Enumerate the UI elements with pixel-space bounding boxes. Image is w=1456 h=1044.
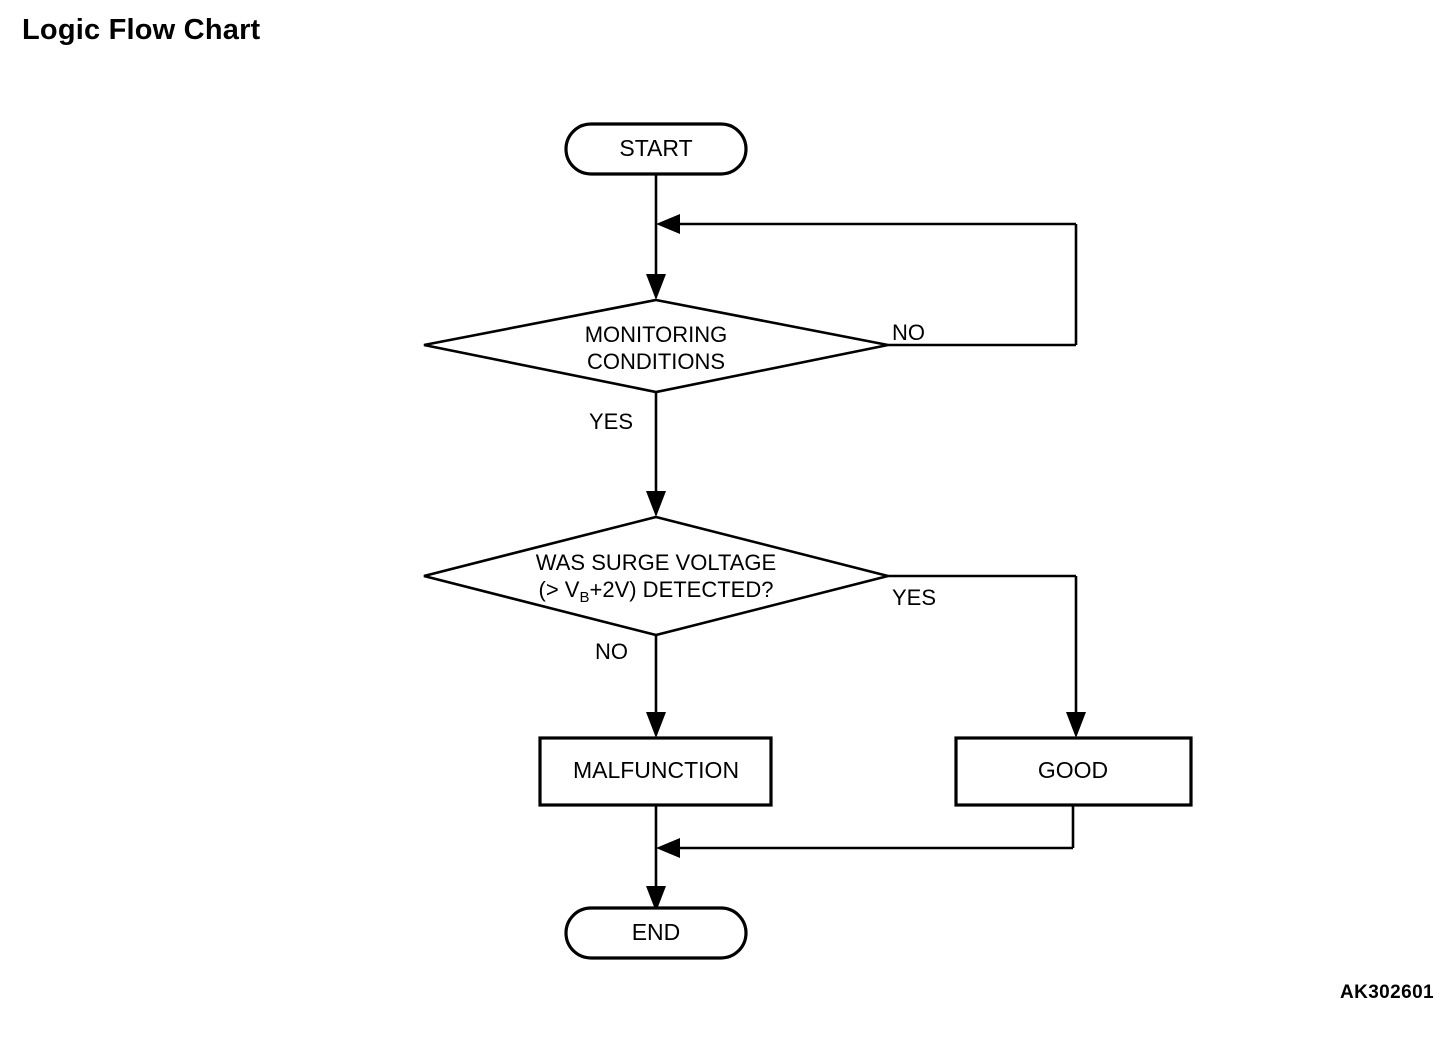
branch-label-monitoring-yes: YES	[589, 409, 633, 434]
malfunction-label: MALFUNCTION	[573, 757, 739, 783]
page-title: Logic Flow Chart	[22, 14, 261, 46]
monitoring-label-line2: CONDITIONS	[587, 349, 725, 374]
arrowhead-into-surge-icon	[646, 491, 666, 517]
branch-label-surge-yes: YES	[892, 585, 936, 610]
surge-label-line2-pre: (> V	[539, 577, 580, 602]
edge-monitoring-no-loop	[656, 214, 1078, 347]
surge-label-line2: (> VB+2V) DETECTED?	[539, 577, 774, 606]
edge-good-to-end	[656, 805, 1075, 858]
arrowhead-into-end-icon	[646, 886, 666, 912]
node-end: END	[564, 906, 748, 960]
edge-surge-yes-to-good	[888, 574, 1086, 738]
end-label: END	[632, 919, 681, 945]
merge-arrowhead-icon	[656, 838, 680, 858]
surge-label-line2-post: +2V) DETECTED?	[589, 577, 773, 602]
node-surge-voltage-check: WAS SURGE VOLTAGE (> VB+2V) DETECTED?	[423, 515, 889, 637]
node-monitoring-conditions: MONITORING CONDITIONS	[423, 298, 889, 394]
loop-arrowhead-icon	[656, 214, 680, 234]
end-shape	[564, 906, 748, 960]
good-label: GOOD	[1038, 757, 1108, 783]
surge-label-line2-subscript: B	[579, 589, 589, 606]
node-good: GOOD	[954, 736, 1193, 807]
arrowhead-into-good-icon	[1066, 712, 1086, 738]
monitoring-label-line1: MONITORING	[585, 322, 728, 347]
arrowhead-into-monitoring-icon	[646, 274, 666, 300]
arrowhead-into-malfunction-icon	[646, 712, 666, 738]
good-shape	[954, 736, 1193, 807]
branch-label-surge-no: NO	[595, 639, 628, 664]
surge-label-line1: WAS SURGE VOLTAGE	[536, 550, 776, 575]
node-start: START	[564, 122, 748, 176]
branch-label-monitoring-no: NO	[892, 320, 925, 345]
surge-diamond-shape	[423, 515, 889, 637]
node-malfunction: MALFUNCTION	[538, 736, 773, 807]
start-label: START	[619, 135, 692, 161]
reference-code: AK302601	[1339, 982, 1434, 1003]
